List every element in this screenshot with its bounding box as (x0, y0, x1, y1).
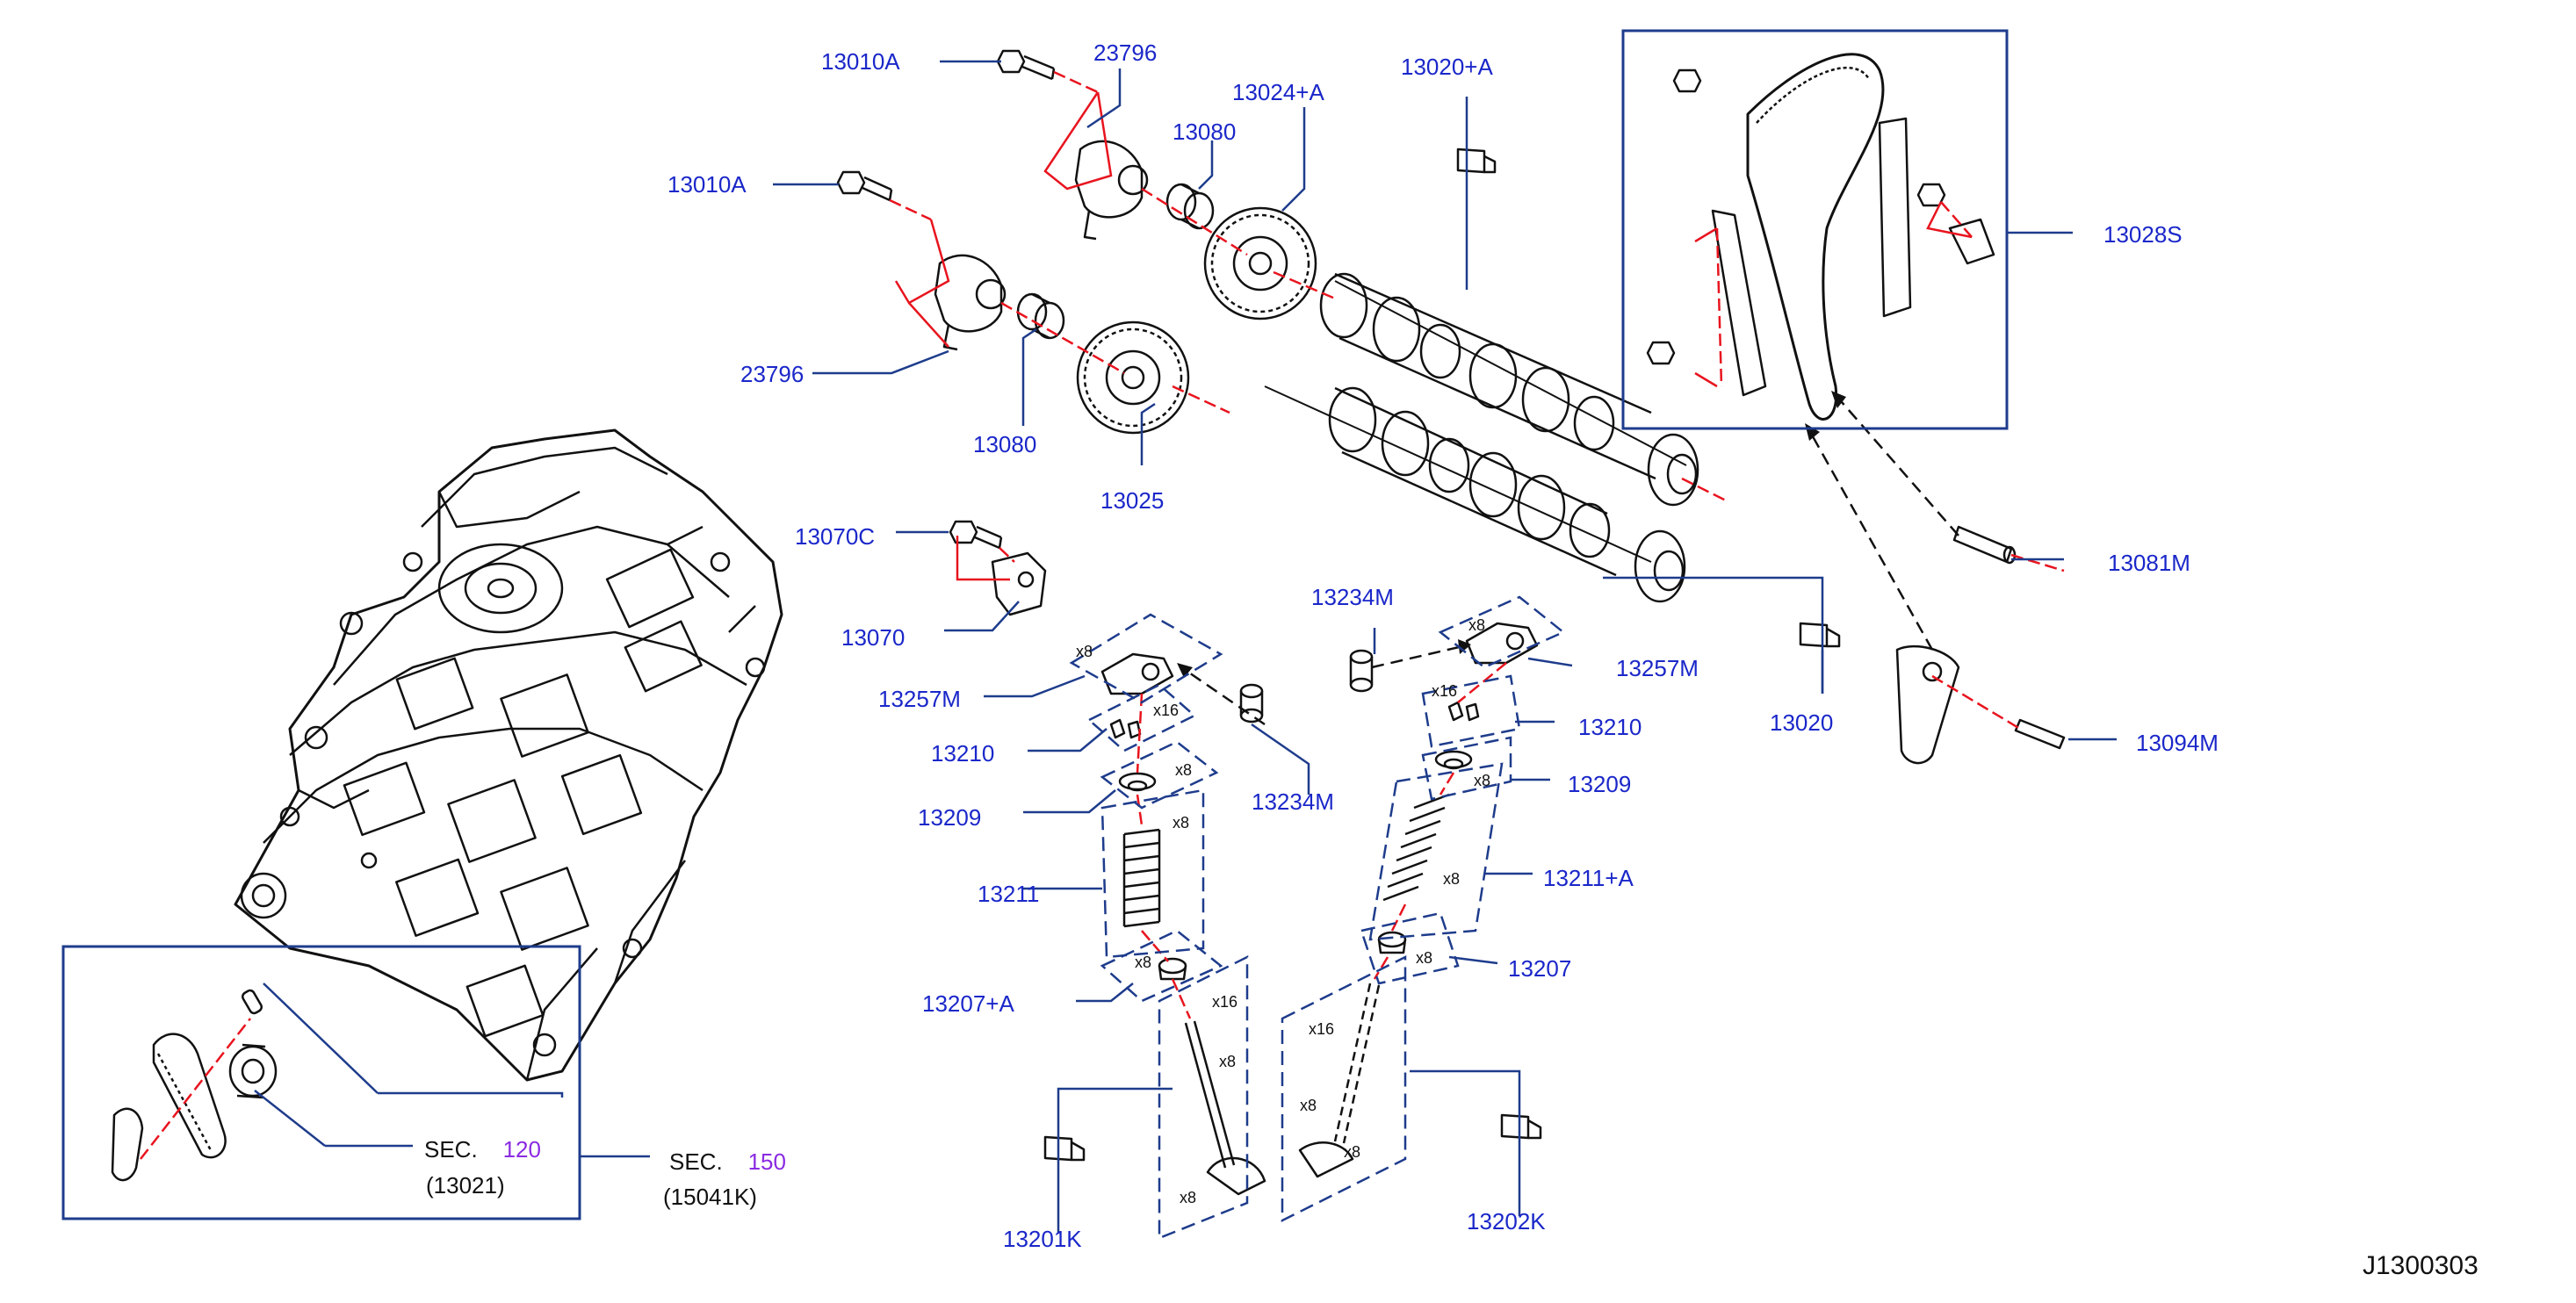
retainer-left (1118, 772, 1157, 792)
qty-valve-right: x8 (1344, 1143, 1361, 1161)
cotter-right (1447, 701, 1480, 722)
sec-150-reference[interactable]: SEC. 150 (669, 1150, 786, 1173)
group-boxes (1069, 595, 1566, 1240)
seal-13020 (1799, 622, 1841, 648)
label-13081m: 13081M (2108, 550, 2190, 576)
sec-120-number: 120 (502, 1136, 541, 1163)
rocker-arm-right (1465, 622, 1539, 665)
qty-retainer-right: x8 (1474, 772, 1491, 789)
label-13207: 13207 (1508, 955, 1572, 982)
bolt-13070c (949, 520, 1003, 550)
qty-seat-right: x8 (1416, 949, 1433, 967)
qty-spring-left: x8 (1173, 814, 1190, 831)
lash-adjuster-left (1239, 683, 1264, 723)
timing-chain-13028s (1646, 53, 1995, 421)
qty-cotter-valve-right: x16 (1309, 1020, 1335, 1038)
label-13257m-right: 13257M (1616, 655, 1699, 681)
qty-seat-left: x8 (1135, 954, 1152, 971)
label-13020: 13020 (1770, 709, 1834, 736)
label-23796-top: 23796 (1093, 40, 1158, 66)
exhaust-vtc-sprocket (1076, 320, 1190, 435)
seat-right (1377, 931, 1407, 954)
label-13207a: 13207+A (922, 990, 1014, 1017)
qty-spring-right: x8 (1443, 870, 1461, 888)
label-13209-left: 13209 (918, 804, 982, 831)
valve-13201k (1184, 1020, 1266, 1196)
lower-timing-chain (111, 989, 278, 1182)
label-13010a-left: 13010A (667, 171, 747, 198)
label-13201k: 13201K (1003, 1226, 1082, 1252)
label-13094m: 13094M (2136, 730, 2219, 756)
exhaust-camshaft (1264, 385, 1686, 603)
label-13024a: 13024+A (1232, 79, 1324, 105)
label-13211: 13211 (978, 881, 1040, 907)
label-13210-left: 13210 (931, 740, 995, 767)
label-13211a: 13211+A (1543, 865, 1634, 891)
retainer-right (1434, 750, 1473, 770)
label-13070c: 13070C (795, 523, 876, 550)
label-13010a-top: 13010A (821, 48, 900, 75)
label-13080-left: 13080 (973, 431, 1037, 457)
label-13080-top: 13080 (1173, 119, 1237, 145)
bolt-13010a-top (996, 49, 1056, 81)
cotter-left (1109, 718, 1142, 739)
label-13070: 13070 (841, 624, 906, 651)
label-13234m-center: 13234M (1252, 788, 1334, 815)
red-brackets (894, 91, 1973, 581)
qty-cotter-valve-left: x16 (1212, 993, 1238, 1011)
qty-seal-valve-right: x8 (1300, 1097, 1317, 1114)
label-13209-right: 13209 (1568, 771, 1632, 797)
sec-150-number: 150 (747, 1148, 786, 1175)
intake-camshaft (1319, 272, 1699, 507)
filter-13080-top (1165, 183, 1215, 230)
label-13028s: 13028S (2103, 221, 2183, 248)
valve-13202k (1298, 983, 1381, 1178)
label-13234m-top: 13234M (1311, 584, 1394, 610)
qty-cotter-left: x16 (1153, 702, 1180, 719)
bracket-13070 (991, 551, 1047, 616)
lash-adjuster-right (1349, 649, 1374, 693)
seal-13201k (1043, 1135, 1086, 1162)
label-23796-left: 23796 (740, 361, 805, 387)
sec-120-reference[interactable]: SEC. 120 (424, 1138, 541, 1161)
label-13020a: 13020+A (1401, 54, 1493, 80)
leader-lines (254, 60, 2117, 1234)
sec-150-prefix: SEC. (669, 1148, 723, 1175)
qty-valve-left: x8 (1180, 1189, 1197, 1206)
seal-13020a (1456, 148, 1497, 174)
bolt-13010a-left (836, 170, 893, 202)
label-13257m-left: 13257M (878, 686, 961, 712)
vtc-solenoid-left (934, 254, 1007, 351)
label-13202k: 13202K (1467, 1208, 1546, 1235)
frames (61, 29, 2009, 1220)
vtc-solenoid-top (1074, 140, 1149, 241)
qty-rocker-left: x8 (1076, 643, 1093, 660)
rocker-arm-left (1100, 652, 1174, 695)
label-13210-right: 13210 (1578, 714, 1642, 740)
seal-13202k (1500, 1113, 1542, 1140)
seat-left (1158, 957, 1187, 981)
label-13025: 13025 (1100, 487, 1165, 514)
qty-retainer-left: x8 (1175, 761, 1193, 779)
centerlines (140, 70, 2065, 1160)
assembly-arrows (1180, 394, 1959, 726)
qty-rocker-right: x8 (1468, 616, 1486, 634)
sec-120-part: (13021) (426, 1172, 505, 1199)
sec-150-part: (15041K) (663, 1184, 757, 1210)
pin-13081m (1952, 525, 2017, 565)
qty-seal-valve-left: x8 (1219, 1053, 1237, 1070)
intake-vtc-sprocket (1203, 206, 1317, 320)
qty-cotter-right: x16 (1432, 682, 1458, 700)
diagram-reference-code: J1300303 (2363, 1251, 2479, 1280)
sec-120-prefix: SEC. (424, 1136, 478, 1163)
spring-right (1382, 793, 1450, 902)
cylinder-head-assembly (234, 428, 783, 1082)
spring-left (1122, 828, 1161, 928)
